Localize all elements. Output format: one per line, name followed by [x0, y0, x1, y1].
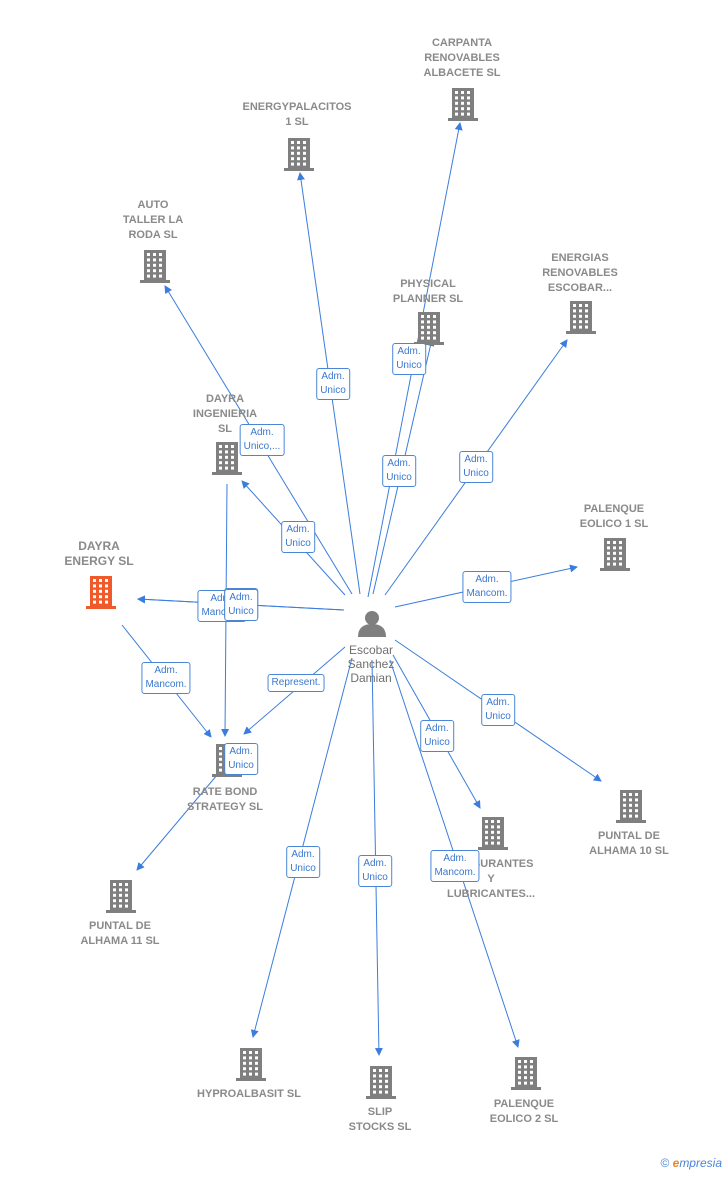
edge-label-physical-planner[interactable]: Adm. Unico: [382, 455, 416, 487]
company-label-physical-planner[interactable]: PHYSICAL PLANNER SL: [392, 278, 464, 305]
edge-label-dayra-ingenieria[interactable]: Adm. Unico: [281, 521, 315, 553]
edge-label-hyproalbasit[interactable]: Adm. Unico: [286, 846, 320, 878]
company-label-hyproalbasit[interactable]: HYPROALBASIT SL: [197, 1088, 301, 1100]
footer-brand: © empresia: [660, 1156, 722, 1170]
company-label-puntal-10[interactable]: PUNTAL DE ALHAMA 10 SL: [589, 830, 669, 857]
edge-label-energypalacitos[interactable]: Adm. Unico: [316, 368, 350, 400]
company-label-energias-escobar[interactable]: ENERGIAS RENOVABLES ESCOBAR...: [542, 252, 618, 294]
company-label-rate-bond[interactable]: RATE BOND STRATEGY SL: [187, 786, 263, 813]
edge-label-rate-bond[interactable]: Adm. Mancom.: [141, 662, 191, 694]
building-icon-hyproalbasit[interactable]: [236, 1048, 266, 1081]
company-label-dayra-ingenieria[interactable]: DAYRA INGENIERIA SL: [192, 393, 258, 435]
building-icon-dayra-energy[interactable]: [86, 576, 116, 609]
building-icon-physical-planner[interactable]: [414, 312, 444, 345]
edge-label-slip-stocks[interactable]: Adm. Unico: [358, 855, 392, 887]
edge-label-carburantes[interactable]: Adm. Unico: [420, 720, 454, 752]
building-icon-energias-escobar[interactable]: [566, 301, 596, 334]
edge-label-puntal-11[interactable]: Adm. Unico: [224, 743, 258, 775]
company-label-dayra-energy[interactable]: DAYRA ENERGY SL: [64, 539, 134, 568]
edge-label-auto-taller[interactable]: Adm. Unico,...: [239, 424, 285, 456]
building-icon-carburantes[interactable]: [478, 817, 508, 850]
company-label-carpanta[interactable]: CARPANTA RENOVABLES ALBACETE SL: [423, 37, 501, 79]
edge-label-rate-bond[interactable]: Represent.: [267, 674, 325, 692]
edge-label-energias-escobar[interactable]: Adm. Unico: [459, 451, 493, 483]
building-icon-energypalacitos[interactable]: [284, 138, 314, 171]
company-label-palenque-1[interactable]: PALENQUE EOLICO 1 SL: [579, 503, 649, 530]
building-icon-puntal-11[interactable]: [106, 880, 136, 913]
edge-label-palenque-1[interactable]: Adm. Mancom.: [462, 571, 512, 603]
company-label-puntal-11[interactable]: PUNTAL DE ALHAMA 11 SL: [80, 920, 160, 947]
brand-initial: e: [672, 1156, 680, 1170]
edge-line-puntal-11: [136, 761, 229, 871]
brand-name: mpresia: [679, 1156, 722, 1170]
company-label-slip-stocks[interactable]: SLIP STOCKS SL: [348, 1106, 412, 1133]
building-icon-dayra-ingenieria[interactable]: [212, 442, 242, 475]
company-label-palenque-2[interactable]: PALENQUE EOLICO 2 SL: [489, 1098, 559, 1125]
edge-label-carpanta[interactable]: Adm. Unico: [392, 343, 426, 375]
building-icon-slip-stocks[interactable]: [366, 1066, 396, 1099]
person-icon[interactable]: [358, 611, 386, 637]
edge-label-rate-bond[interactable]: Adm. Unico: [224, 589, 258, 621]
building-icon-auto-taller[interactable]: [140, 250, 170, 283]
company-label-auto-taller[interactable]: AUTO TALLER LA RODA SL: [122, 199, 184, 241]
building-icon-puntal-10[interactable]: [616, 790, 646, 823]
building-icon-palenque-2[interactable]: [511, 1057, 541, 1090]
copyright-icon: ©: [660, 1156, 670, 1170]
building-icon-carpanta[interactable]: [448, 88, 478, 121]
building-icon-palenque-1[interactable]: [600, 538, 630, 571]
edge-label-puntal-10[interactable]: Adm. Unico: [481, 694, 515, 726]
person-name[interactable]: Escobar Sanchez Damian: [347, 643, 395, 685]
edge-label-palenque-2[interactable]: Adm. Mancom.: [430, 850, 480, 882]
company-label-energypalacitos[interactable]: ENERGYPALACITOS 1 SL: [242, 101, 352, 128]
